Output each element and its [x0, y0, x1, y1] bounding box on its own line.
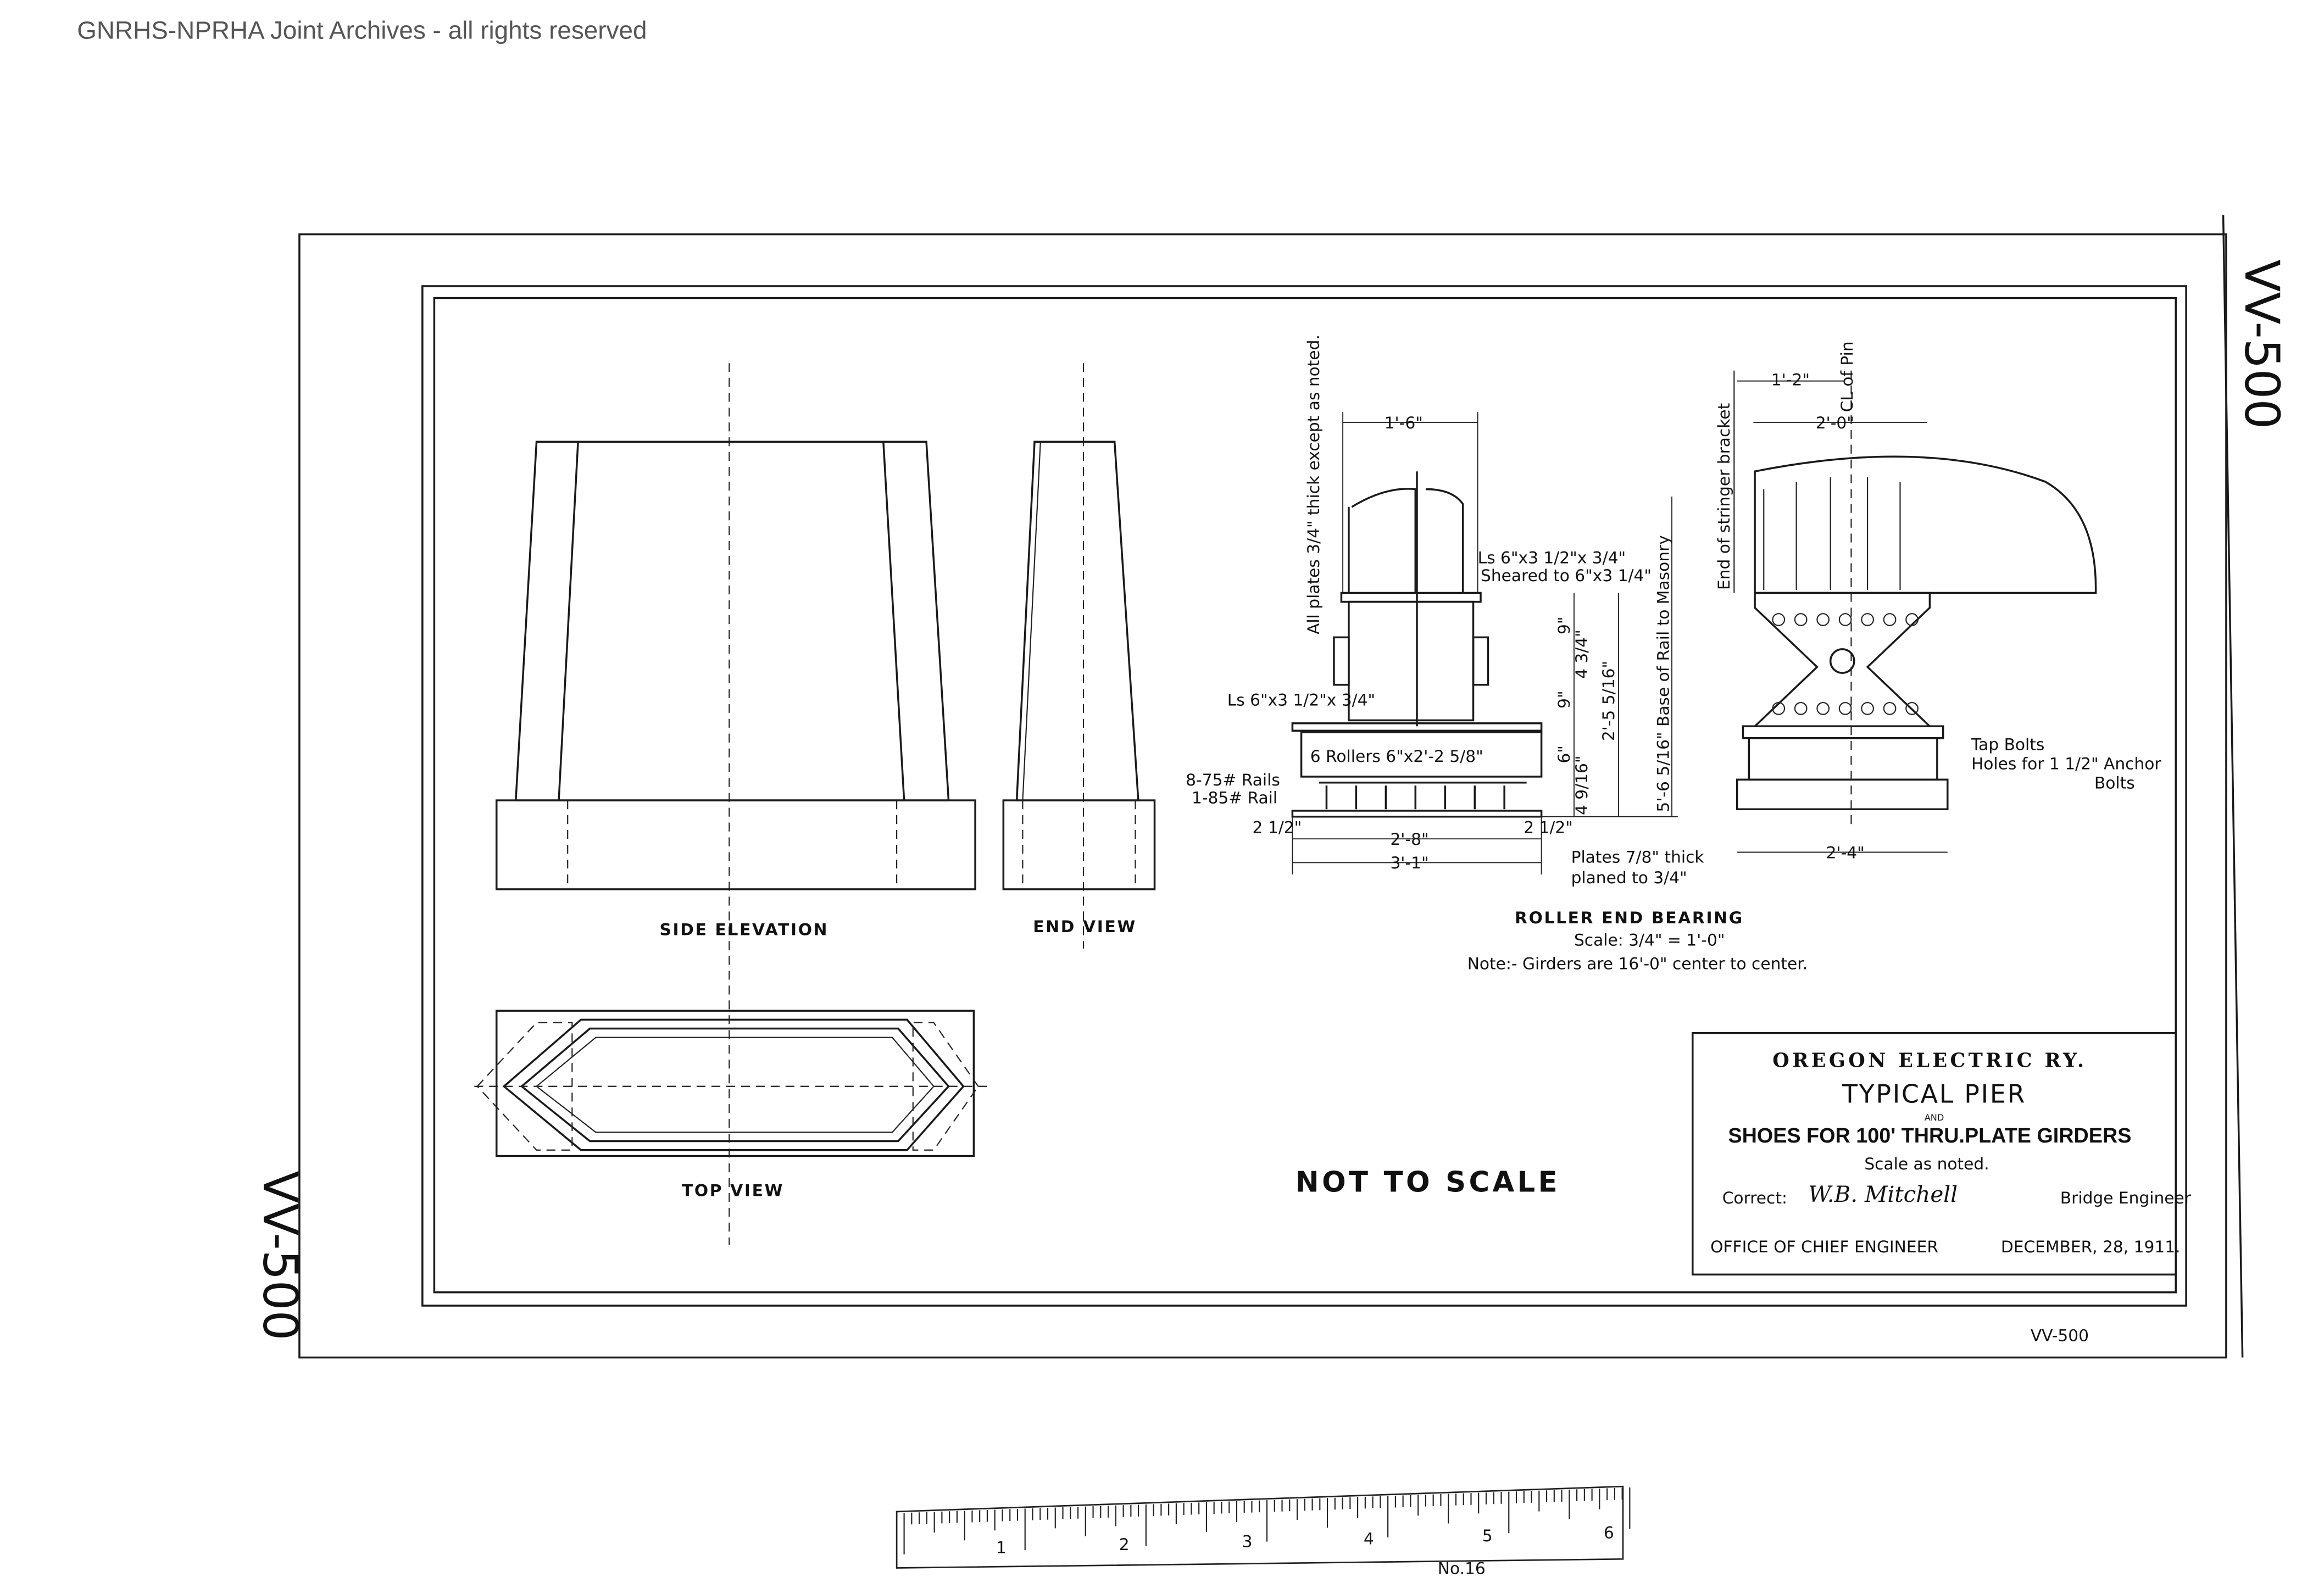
- title-block: OREGON ELECTRIC RY. TYPICAL PIER AND SHO…: [1692, 1032, 2192, 1276]
- plates-note-1: Plates 7/8" thick: [1571, 847, 1705, 866]
- dim-6: 6": [1554, 745, 1574, 764]
- side-elevation-view: SIDE ELEVATION: [495, 363, 976, 1245]
- dim-small: 4 3/4": [1572, 629, 1591, 679]
- scale-ruler: 1 2 3 4 5 6 No.16: [896, 1485, 1631, 1577]
- ruler-number-3: 3: [1242, 1532, 1253, 1551]
- side-elevation-label: SIDE ELEVATION: [659, 920, 829, 939]
- roller-end-bearing-view: All plates 3/4" thick except as noted. 1…: [1186, 335, 1808, 973]
- top-view-label: TOP VIEW: [682, 1180, 784, 1200]
- plates-note-2: planed to 3/4": [1571, 868, 1687, 887]
- dim-side-right: 2 1/2": [1524, 817, 1573, 837]
- pin-centerline-label: CL of Pin: [1837, 341, 1856, 412]
- anchor-bolts-label: Bolts: [2094, 773, 2135, 793]
- engineer-signature: W.B. Mitchell: [1808, 1181, 1958, 1207]
- not-to-scale-label: NOT TO SCALE: [1296, 1166, 1560, 1199]
- stringer-bracket-label: End of stringer bracket: [1714, 403, 1733, 590]
- company-name: OREGON ELECTRIC RY.: [1772, 1050, 2087, 1072]
- dim-2-4: 2'-4": [1826, 843, 1865, 862]
- ruler-number-2: 2: [1119, 1535, 1130, 1554]
- scale-note: Scale as noted.: [1864, 1154, 1989, 1173]
- end-view-label: END VIEW: [1033, 917, 1137, 936]
- ruler-maker: No.16: [1438, 1558, 1486, 1577]
- sheared-label: Sheared to 6"x3 1/4": [1481, 566, 1652, 585]
- dim-base-of-rail: 5'-6 5/16" Base of Rail to Masonry: [1654, 535, 1673, 812]
- top-view: TOP VIEW: [474, 1010, 993, 1200]
- dim-top: 1'-6": [1385, 413, 1423, 432]
- drawing-date: DECEMBER, 28, 1911.: [2001, 1237, 2181, 1256]
- ruler-number-1: 1: [996, 1538, 1007, 1557]
- title-and: AND: [1925, 1112, 1944, 1123]
- dim-2-8: 2'-8": [1390, 829, 1428, 849]
- drawing-number-small: VV-500: [2031, 1326, 2089, 1345]
- rails-label-2: 1-85# Rail: [1192, 788, 1277, 807]
- dim-2-0: 2'-0": [1816, 413, 1854, 432]
- dim-9-lower: 9": [1554, 690, 1574, 709]
- drawing-number-left: VV-500: [252, 1171, 307, 1341]
- dim-side-left: 2 1/2": [1253, 817, 1302, 837]
- drawing-title: TYPICAL PIER: [1842, 1079, 2026, 1108]
- dim-height: 2'-5 5/16": [1599, 661, 1618, 741]
- roller-bearing-title: ROLLER END BEARING: [1515, 908, 1744, 927]
- dim-1-2: 1'-2": [1771, 370, 1810, 389]
- rails-label-1: 8-75# Rails: [1186, 770, 1280, 789]
- dim-9-upper: 9": [1554, 616, 1574, 634]
- anchor-holes-label: Holes for 1 1/2" Anchor: [1971, 754, 2161, 773]
- engineer-title: Bridge Engineer: [2060, 1188, 2192, 1207]
- angles-side-label: Ls 6"x3 1/2"x 3/4": [1227, 690, 1375, 709]
- rollers-label: 6 Rollers 6"x2'-2 5/8": [1310, 746, 1483, 766]
- sheet-border: [298, 215, 2244, 1359]
- office-label: OFFICE OF CHIEF ENGINEER: [1710, 1237, 1938, 1256]
- tap-bolts-label: Tap Bolts: [1971, 734, 2044, 754]
- all-plates-note: All plates 3/4" thick except as noted.: [1304, 335, 1323, 634]
- dim-rail: 4 9/16": [1572, 756, 1591, 816]
- girders-note: Note:- Girders are 16'-0" center to cent…: [1467, 954, 1808, 973]
- dim-3-1: 3'-1": [1390, 853, 1428, 872]
- roller-bearing-scale: Scale: 3/4" = 1'-0": [1574, 930, 1725, 949]
- drawing-subtitle: SHOES FOR 100' THRU.PLATE GIRDERS: [1728, 1124, 2131, 1147]
- correct-label: Correct:: [1722, 1188, 1787, 1207]
- angles-top-label: Ls 6"x3 1/2"x 3/4": [1478, 548, 1626, 567]
- end-view: END VIEW: [1002, 363, 1156, 949]
- ruler-number-6: 6: [1604, 1523, 1614, 1542]
- ruler-number-5: 5: [1482, 1526, 1493, 1545]
- drawing-number-right: VV-500: [2234, 259, 2289, 429]
- archive-watermark: GNRHS-NPRHA Joint Archives - all rights …: [77, 15, 647, 44]
- ruler-number-4: 4: [1364, 1529, 1374, 1548]
- shoe-side-view: End of stringer bracket CL of Pin 1'-2" …: [1714, 341, 2161, 862]
